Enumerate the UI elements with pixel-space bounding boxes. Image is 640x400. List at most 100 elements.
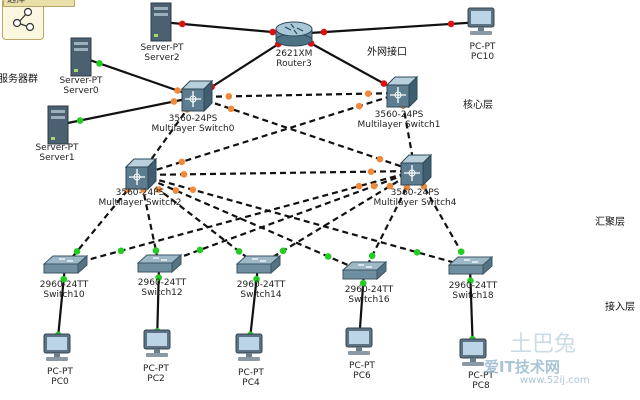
link-status-dot: [60, 275, 68, 283]
link-status-dot: [172, 187, 180, 194]
link-status-dot: [364, 90, 372, 97]
link-server2-router3[interactable]: [160, 20, 295, 36]
watermark-site: 爱IT技术网: [484, 358, 560, 376]
link-mls2-sw18[interactable]: [139, 173, 471, 269]
link-status-dot: [180, 171, 188, 178]
server-icon[interactable]: [70, 37, 92, 77]
zone-label-server-farm: 服务器群: [0, 74, 38, 85]
link-status-dot: [279, 247, 287, 255]
pc-icon[interactable]: [459, 338, 487, 366]
link-mls4-sw16[interactable]: [363, 170, 416, 273]
link-mls2-sw14[interactable]: [139, 174, 259, 267]
link-status-dot: [368, 252, 376, 260]
pc-icon[interactable]: [235, 333, 263, 361]
multilayer-switch-icon[interactable]: [385, 75, 419, 109]
link-status-dot: [178, 20, 186, 28]
pc-icon[interactable]: [467, 7, 495, 35]
link-status-dot: [225, 93, 233, 100]
link-status-dot: [269, 28, 277, 36]
link-router3-pc10[interactable]: [293, 20, 482, 36]
server-icon[interactable]: [47, 105, 69, 145]
share-icon[interactable]: [3, 0, 43, 39]
zone-label-external: 外网接口: [367, 47, 407, 58]
link-mls2-sw16[interactable]: [139, 173, 365, 274]
link-status-dot: [170, 98, 178, 105]
link-status-dot: [457, 248, 465, 255]
link-status-dot: [73, 248, 81, 255]
link-mls4-sw14[interactable]: [257, 170, 416, 267]
link-status-dot: [227, 105, 235, 113]
link-status-dot: [370, 182, 378, 190]
link-mls0-mls1[interactable]: [195, 90, 402, 100]
toolbox-titlebar[interactable]: [3, 0, 75, 7]
zone-label-core: 核心层: [463, 100, 493, 111]
device-layer: [42, 2, 495, 366]
link-status-dot: [189, 186, 197, 194]
switch-icon[interactable]: [42, 254, 89, 275]
link-status-dot: [324, 253, 332, 260]
multilayer-switch-icon[interactable]: [180, 79, 214, 113]
pc-icon[interactable]: [143, 329, 171, 357]
link-status-dot: [155, 274, 162, 281]
zone-label-access: 接入层: [605, 302, 635, 313]
multilayer-switch-icon[interactable]: [124, 157, 158, 191]
link-status-dot: [386, 182, 394, 190]
link-mls4-sw12[interactable]: [158, 169, 416, 267]
link-status-dot: [359, 279, 367, 287]
link-status-dot: [447, 20, 455, 28]
link-server1-mls0[interactable]: [57, 95, 197, 127]
link-status-dot: [117, 247, 125, 255]
link-status-dot: [355, 102, 363, 110]
switch-icon[interactable]: [235, 254, 282, 275]
link-status-dot: [355, 182, 363, 190]
switch-icon[interactable]: [136, 253, 183, 274]
pc-icon[interactable]: [345, 327, 373, 355]
link-status-dot: [178, 158, 186, 166]
router-icon[interactable]: [275, 21, 313, 47]
link-mls4-sw10[interactable]: [64, 169, 416, 268]
link-status-dot: [413, 248, 421, 256]
pc-icon[interactable]: [43, 333, 71, 361]
link-status-dot: [320, 28, 328, 36]
link-status-dot: [152, 247, 160, 254]
link-status-dot: [367, 168, 375, 175]
link-layer: [54, 20, 482, 354]
link-status-dot: [96, 60, 103, 67]
link-status-dot: [376, 155, 384, 163]
link-status-dot: [155, 186, 163, 193]
link-mls1-mls2[interactable]: [139, 91, 402, 177]
link-status-dot: [253, 275, 260, 283]
switch-icon[interactable]: [447, 255, 494, 276]
link-status-dot: [403, 183, 411, 191]
link-mls0-mls4[interactable]: [195, 95, 416, 173]
link-status-dot: [196, 246, 204, 254]
link-status-dot: [235, 248, 243, 255]
server-icon[interactable]: [150, 2, 172, 42]
watermark-brand: 土巴兔: [510, 332, 577, 357]
multilayer-switch-icon[interactable]: [399, 153, 433, 187]
link-server0-mls0[interactable]: [80, 55, 197, 99]
switch-icon[interactable]: [341, 260, 388, 281]
link-status-dot: [174, 87, 181, 94]
link-mls2-mls4[interactable]: [139, 168, 416, 178]
toolbox-panel[interactable]: 选择: [2, 0, 75, 40]
